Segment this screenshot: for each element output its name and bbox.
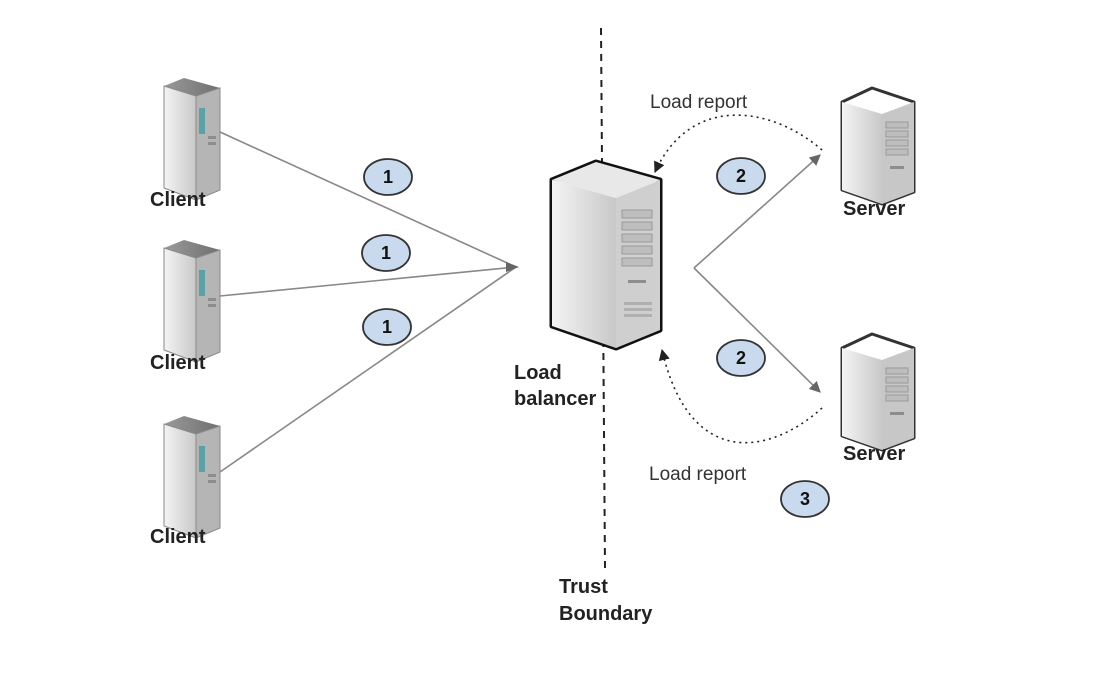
load-report-curve-top [654, 114, 823, 174]
connection-arrowhead [506, 262, 519, 272]
step-badge-label: 3 [800, 489, 810, 509]
lb-to-server-2-arrow [693, 267, 821, 393]
step-badge: 3 [780, 480, 830, 518]
client-3-connection [219, 266, 517, 473]
step-badge: 1 [363, 158, 413, 196]
step-badge-label: 2 [736, 166, 746, 186]
step-badge: 2 [716, 339, 766, 377]
server-icon [840, 332, 916, 452]
load-report-label: Load report [650, 92, 748, 113]
step-badge: 1 [362, 308, 412, 346]
client-icon [163, 240, 221, 363]
client-1-connection [219, 131, 517, 268]
server-label: Server [843, 443, 905, 465]
load-balancer-icon [549, 159, 663, 351]
step-badge: 1 [361, 234, 411, 272]
lb-to-server-1-arrow [693, 154, 821, 269]
load-balancer-label: Load [514, 362, 562, 384]
step-badge-label: 1 [383, 167, 393, 187]
trust-boundary-label: Boundary [559, 603, 653, 625]
client-icon [163, 78, 221, 201]
server-icon [840, 86, 916, 206]
step-badge-label: 1 [381, 243, 391, 263]
client-label: Client [150, 526, 206, 548]
step-badge-label: 2 [736, 348, 746, 368]
client-label: Client [150, 189, 206, 211]
load-report-label: Load report [649, 464, 747, 485]
trust-boundary-label: Trust [559, 576, 608, 598]
load-balancer-label: balancer [514, 388, 596, 410]
client-icon [163, 416, 221, 539]
step-badge-label: 1 [382, 317, 392, 337]
step-badge: 2 [716, 157, 766, 195]
client-2-connection [219, 266, 517, 297]
server-label: Server [843, 198, 905, 220]
client-label: Client [150, 352, 206, 374]
